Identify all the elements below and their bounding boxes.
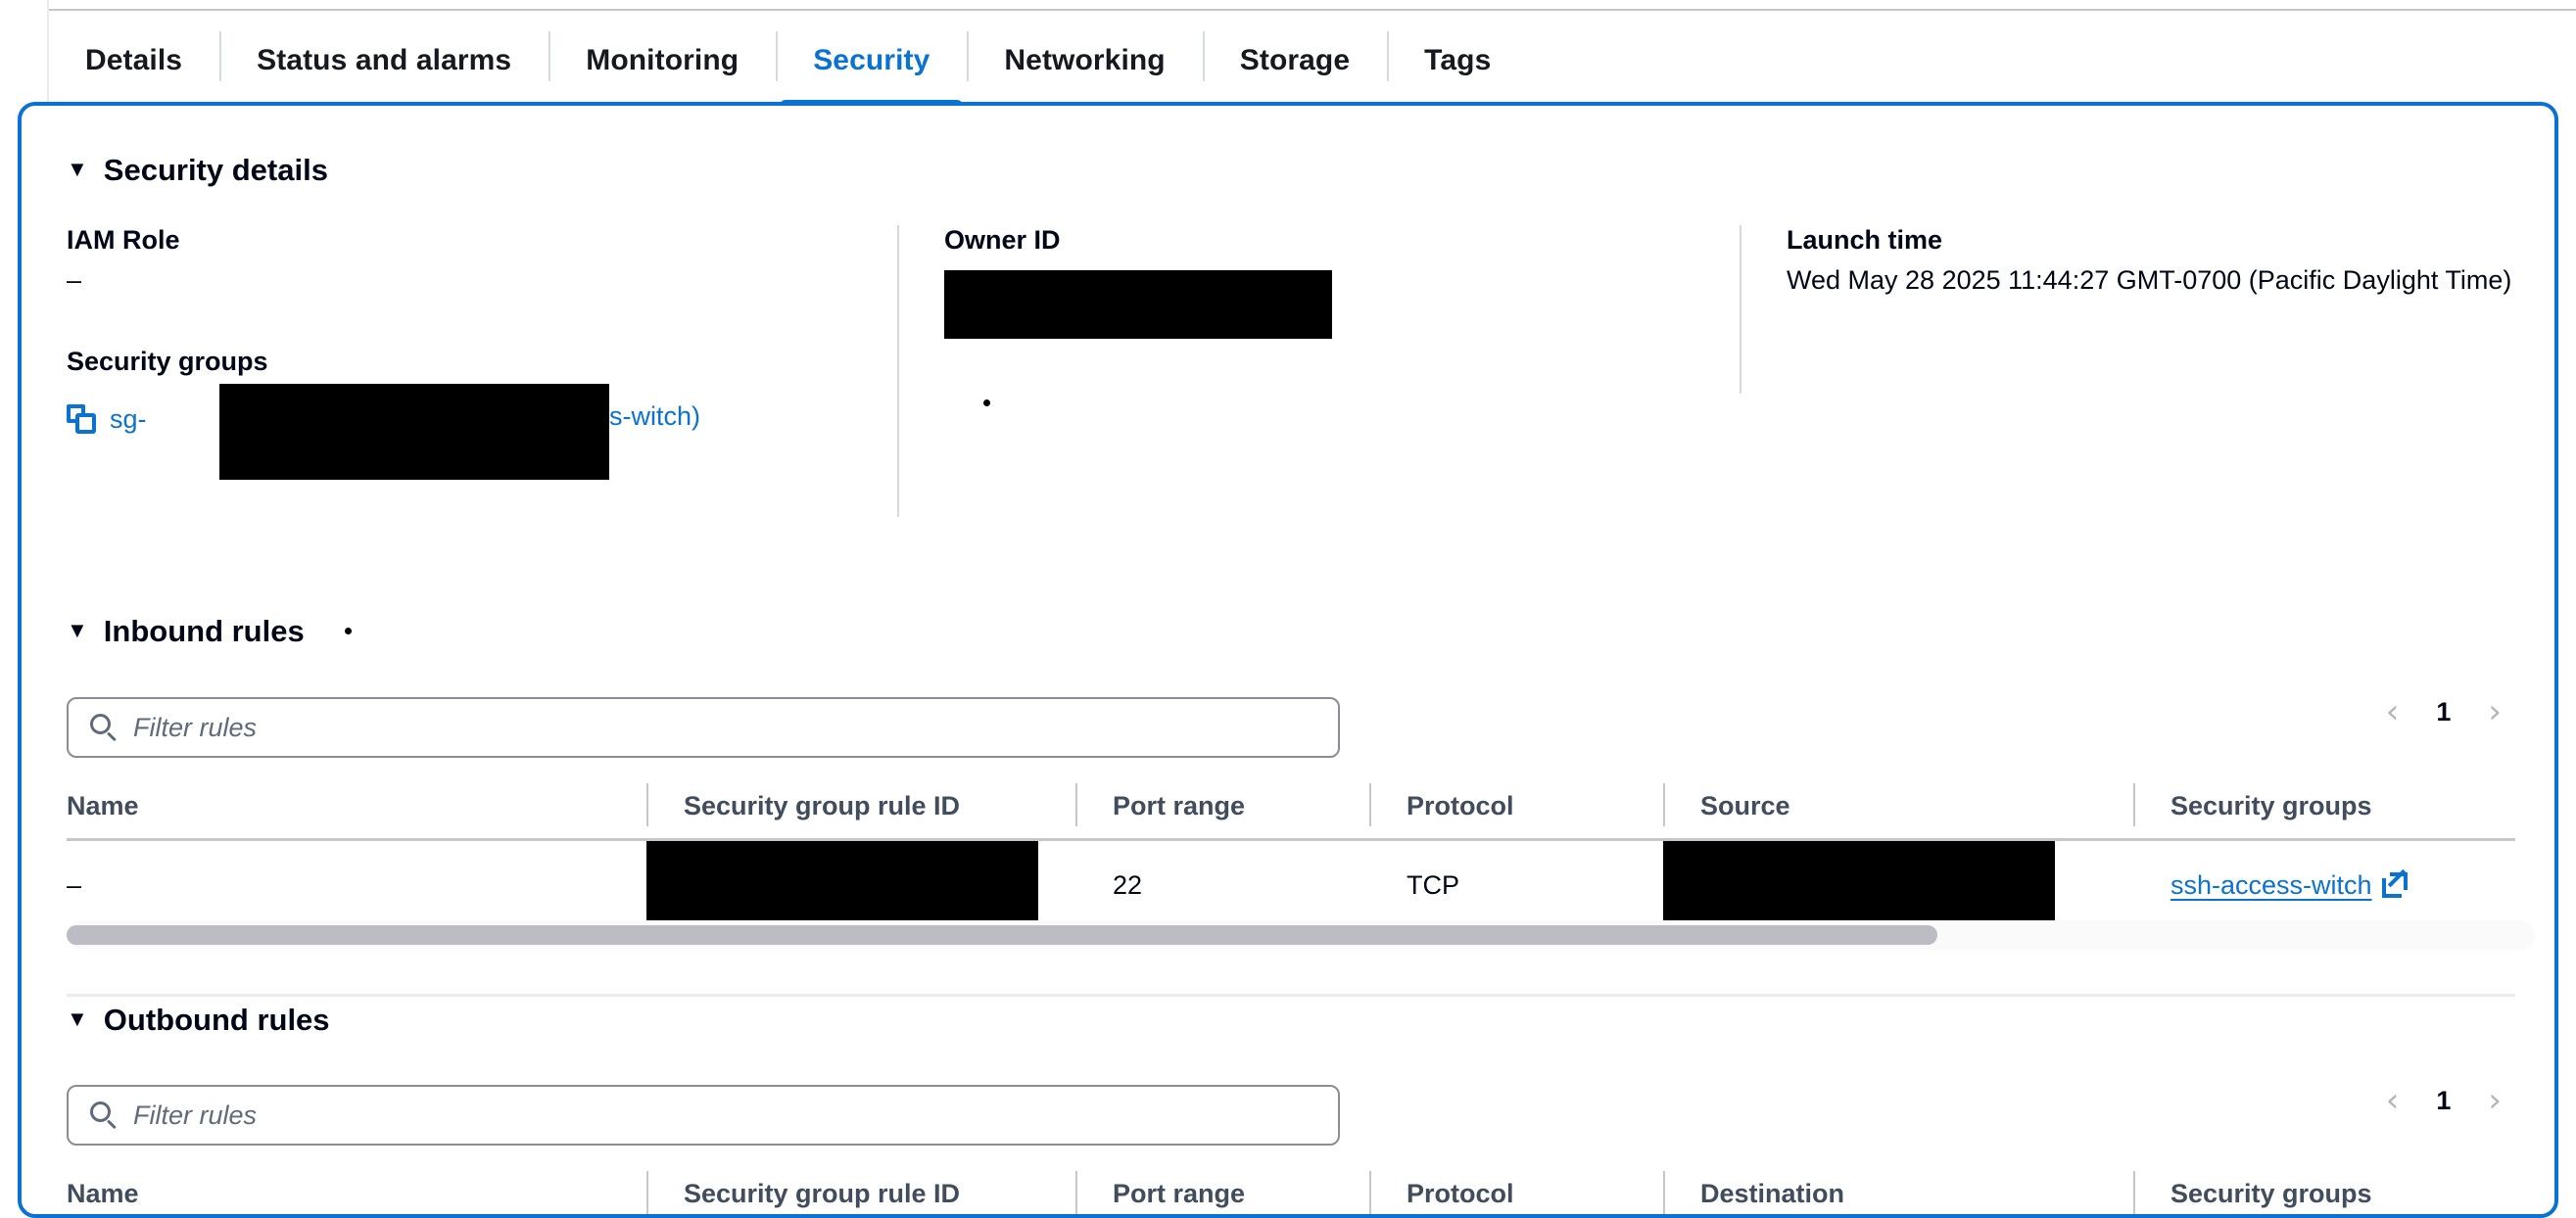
tab-label: Storage — [1239, 43, 1351, 76]
inbound-pagination: ‹ 1 › — [2386, 695, 2502, 728]
column-header-rule-id[interactable]: Security group rule ID — [646, 782, 1075, 826]
security-details-title: Security details — [103, 153, 328, 187]
inbound-filter-input[interactable]: Filter rules — [67, 697, 1340, 758]
security-groups-label: Security groups — [67, 347, 268, 376]
security-group-external-link[interactable]: ssh-access-witch — [2171, 868, 2408, 901]
security-details-header[interactable]: ▼ Security details — [67, 153, 328, 188]
instance-detail-tabbar: Details Status and alarms Monitoring Sec… — [0, 0, 2576, 110]
table-row-divider — [67, 994, 2515, 997]
security-group-link-row[interactable]: sg- s-witch) — [67, 384, 897, 480]
tab-label: Monitoring — [586, 43, 739, 76]
security-groups-block: Security groups sg- s-witch) — [67, 345, 897, 480]
table-row[interactable]: – 22 TCP ssh-access-witch — [67, 841, 2535, 997]
cell-protocol: TCP — [1407, 869, 1459, 900]
outbound-rules-header[interactable]: ▼ Outbound rules — [67, 1003, 330, 1038]
tabbar-left-edge — [47, 0, 49, 103]
column-header-port-range[interactable]: Port range — [1075, 782, 1369, 826]
outbound-pagination: ‹ 1 › — [2386, 1084, 2502, 1117]
copy-icon[interactable] — [67, 404, 96, 434]
redaction-box-source — [1663, 841, 2055, 929]
security-group-link-label: ssh-access-witch — [2171, 869, 2372, 900]
tab-tags[interactable]: Tags — [1387, 14, 1528, 107]
pagination-page-1[interactable]: 1 — [2436, 1085, 2452, 1115]
tab-networking[interactable]: Networking — [967, 14, 1202, 107]
cell-rule-id — [646, 841, 1075, 929]
column-divider — [897, 225, 899, 517]
outbound-rules-title: Outbound rules — [103, 1003, 330, 1037]
outbound-rules-table: Name Security group rule ID Port range P… — [67, 1161, 2535, 1214]
cell-security-group[interactable]: ssh-access-witch — [2133, 841, 2525, 929]
column-header-name[interactable]: Name — [67, 1178, 139, 1208]
tab-label: Details — [85, 43, 183, 76]
inbound-rules-title: Inbound rules — [103, 614, 305, 648]
launch-time-label: Launch time — [1787, 225, 1943, 255]
column-header-protocol[interactable]: Protocol — [1369, 782, 1663, 826]
column-header-port-range[interactable]: Port range — [1075, 1170, 1369, 1214]
tabbar-top-divider — [49, 9, 2576, 11]
tab-list: Details Status and alarms Monitoring Sec… — [48, 14, 1528, 109]
search-icon — [90, 714, 118, 742]
iam-role-label: IAM Role — [67, 225, 180, 255]
security-group-link-prefix[interactable]: sg- — [110, 403, 147, 434]
inbound-filter-placeholder: Filter rules — [133, 712, 258, 742]
column-header-security-groups[interactable]: Security groups — [2133, 782, 2525, 826]
column-header-destination[interactable]: Destination — [1663, 1170, 2133, 1214]
table-header-divider — [67, 838, 2515, 841]
chevron-down-icon[interactable]: ▼ — [67, 157, 88, 181]
outbound-filter-placeholder: Filter rules — [133, 1100, 258, 1130]
pagination-next-button[interactable]: › — [2488, 1081, 2502, 1120]
pagination-page-1[interactable]: 1 — [2436, 696, 2452, 726]
tab-status-and-alarms[interactable]: Status and alarms — [219, 14, 549, 107]
cell-port-range: 22 — [1113, 869, 1143, 900]
iam-role-value: – — [67, 265, 82, 295]
detail-column-middle: Owner ID — [897, 223, 1740, 406]
redaction-box-rule-id — [646, 841, 1038, 929]
pagination-prev-button[interactable]: ‹ — [2385, 692, 2400, 731]
detail-column-right: Launch time Wed May 28 2025 11:44:27 GMT… — [1740, 223, 2535, 300]
cell-name: – — [67, 869, 82, 900]
redaction-box-security-group-id — [219, 384, 609, 480]
tab-label: Status and alarms — [257, 43, 512, 76]
scrollbar-thumb[interactable] — [67, 925, 1937, 945]
launch-time-value: Wed May 28 2025 11:44:27 GMT-0700 (Pacif… — [1787, 265, 2512, 295]
inbound-table-horizontal-scrollbar[interactable] — [67, 920, 2535, 950]
column-header-rule-id[interactable]: Security group rule ID — [646, 1170, 1075, 1214]
table-header-row: Name Security group rule ID Port range P… — [67, 773, 2535, 838]
external-link-icon — [2381, 868, 2408, 898]
outbound-filter-input[interactable]: Filter rules — [67, 1085, 1340, 1146]
tab-label: Networking — [1004, 43, 1166, 76]
owner-id-label: Owner ID — [944, 225, 1061, 255]
column-header-security-groups[interactable]: Security groups — [2133, 1170, 2525, 1214]
chevron-down-icon[interactable]: ▼ — [67, 1007, 88, 1031]
column-header-name[interactable]: Name — [67, 790, 139, 820]
detail-column-left: IAM Role – Security groups sg- s-witch) — [67, 223, 897, 480]
artifact-dot — [983, 399, 990, 406]
artifact-dot — [345, 628, 352, 634]
column-header-protocol[interactable]: Protocol — [1369, 1170, 1663, 1214]
pagination-prev-button[interactable]: ‹ — [2385, 1081, 2400, 1120]
inbound-rules-header[interactable]: ▼ Inbound rules — [67, 614, 305, 649]
tab-details[interactable]: Details — [48, 14, 219, 107]
tab-label: Security — [813, 43, 930, 76]
search-icon — [90, 1101, 118, 1130]
redaction-box-owner-id — [944, 270, 1332, 339]
chevron-down-icon[interactable]: ▼ — [67, 618, 88, 642]
tab-security[interactable]: Security — [776, 14, 967, 109]
inbound-rules-table: Name Security group rule ID Port range P… — [67, 773, 2535, 997]
tab-monitoring[interactable]: Monitoring — [549, 14, 776, 107]
column-divider — [1740, 225, 1741, 394]
security-panel: ▼ Security details IAM Role – Security g… — [18, 102, 2558, 1218]
column-header-source[interactable]: Source — [1663, 782, 2133, 826]
security-details-grid: IAM Role – Security groups sg- s-witch) … — [67, 223, 2535, 578]
tab-storage[interactable]: Storage — [1202, 14, 1387, 107]
cell-source — [1663, 841, 2133, 929]
pagination-next-button[interactable]: › — [2488, 692, 2502, 731]
tab-label: Tags — [1424, 43, 1492, 76]
table-header-row: Name Security group rule ID Port range P… — [67, 1161, 2535, 1214]
security-group-link-suffix[interactable]: s-witch) — [609, 401, 700, 431]
